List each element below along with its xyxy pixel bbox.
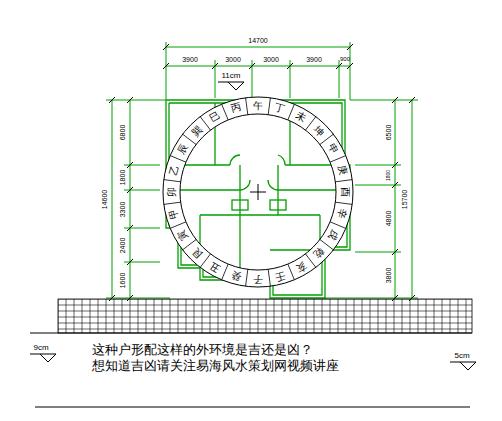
dimension-label: 5cm — [454, 352, 469, 360]
dimension-label: 9cm — [33, 344, 48, 352]
dimension-label: 2400 — [119, 237, 126, 253]
ring-divider — [164, 202, 181, 204]
compass-mountain: 子 — [253, 274, 263, 284]
dimension-label: 1600 — [119, 272, 126, 288]
ring-divider — [170, 222, 186, 229]
ring-divider — [288, 104, 295, 120]
ring-divider — [222, 264, 229, 280]
dimension-label: 14700 — [248, 37, 267, 44]
dimension-label: 6500 — [385, 124, 392, 140]
ring-divider — [335, 202, 352, 204]
dimension-label: 1800 — [387, 169, 392, 180]
dimension-label: 4800 — [385, 210, 392, 226]
dimension-label: 3300 — [119, 201, 126, 217]
dimension-label: 6800 — [119, 124, 126, 140]
dimension-label: 3800 — [385, 267, 392, 283]
dimension-label: 11cm — [222, 72, 241, 80]
ring-divider — [170, 156, 186, 163]
ring-divider — [330, 222, 346, 229]
compass-mountain: 癸 — [229, 269, 241, 281]
ring-divider — [164, 180, 181, 182]
compass-mountain: 卯 — [167, 187, 177, 197]
dimension-label: 1800 — [119, 169, 126, 185]
ring-divider — [335, 180, 352, 182]
note-text: 想知道吉凶请关注易海风水策划网视频讲座 — [92, 360, 339, 373]
dimension-label: 3000 — [263, 56, 279, 63]
ring-divider — [246, 269, 248, 286]
dimension-label: 15700 — [402, 189, 409, 208]
note-text: 这种户形配这样的外环境是吉还是凶？ — [92, 344, 313, 357]
compass-mountain: 酉 — [340, 187, 350, 197]
dimension-label: 3900 — [182, 56, 198, 63]
ring-divider — [268, 98, 270, 115]
compass-mountain: 庚 — [335, 163, 347, 175]
ring-divider — [222, 104, 229, 120]
dimension-label: 3000 — [225, 56, 241, 63]
ring-divider — [246, 98, 248, 115]
dimension-label: 900 — [340, 56, 350, 62]
dimension-label: 3900 — [306, 56, 322, 63]
dimension-label: 14600 — [102, 189, 109, 208]
ring-divider — [288, 264, 295, 280]
ring-divider — [268, 269, 270, 286]
ring-divider — [330, 156, 346, 163]
compass-mountain: 午 — [253, 101, 263, 111]
